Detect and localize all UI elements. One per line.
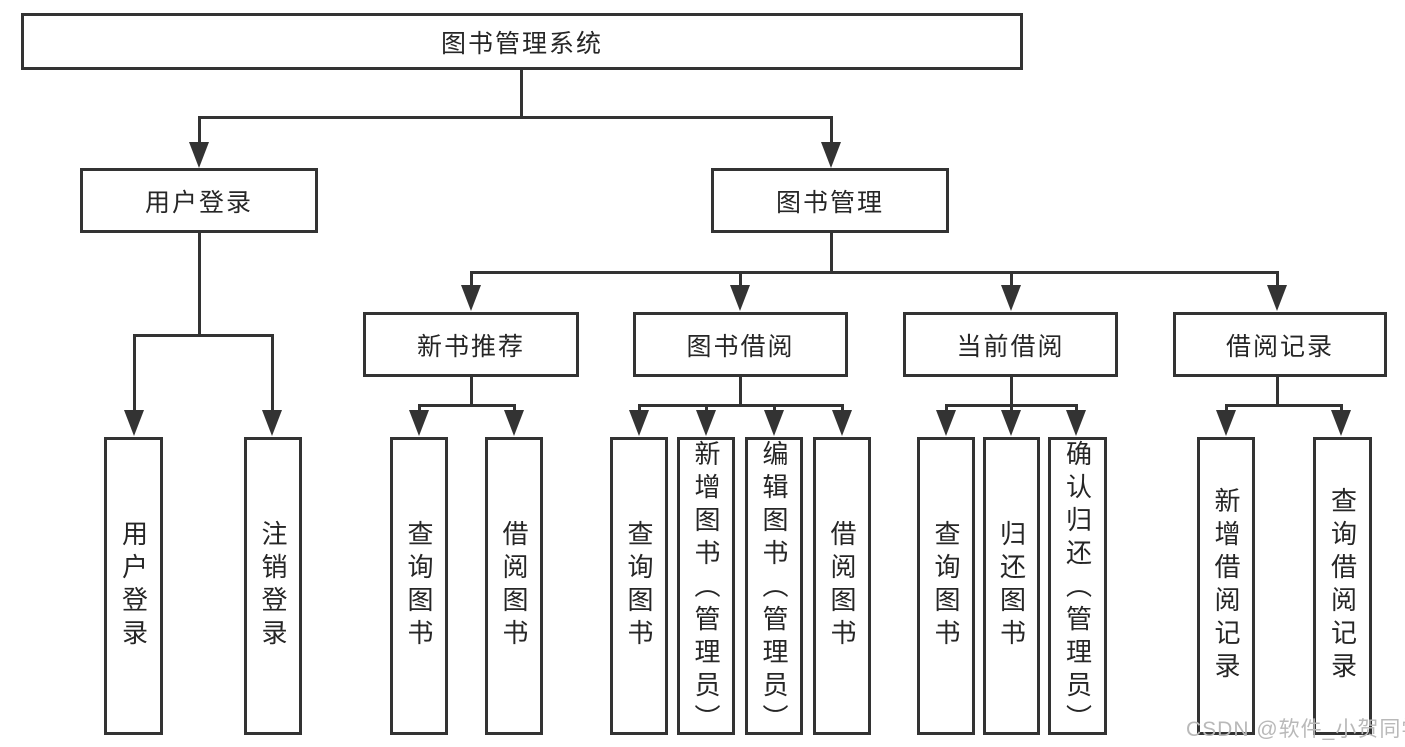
connector-line: [470, 271, 473, 287]
leaf-query-borrow-record: 查询借阅记录: [1313, 437, 1372, 735]
leaf-borrow-books-recommend: 借阅图书: [485, 437, 543, 735]
connector-line: [739, 271, 742, 287]
connector-line: [1276, 377, 1279, 407]
connector-line: [945, 404, 948, 414]
connector-line: [513, 404, 516, 414]
connector-line: [1340, 404, 1343, 414]
arrow-down-icon: [504, 410, 524, 436]
arrow-down-icon: [189, 142, 209, 168]
arrow-down-icon: [409, 410, 429, 436]
connector-line: [470, 377, 473, 407]
node-book-management: 图书管理: [711, 168, 949, 233]
connector-line: [638, 404, 641, 414]
arrow-down-icon: [1216, 410, 1236, 436]
connector-line: [198, 116, 201, 145]
connector-line: [705, 404, 708, 414]
connector-line: [520, 69, 523, 118]
node-user-login: 用户登录: [80, 168, 318, 233]
connector-line: [841, 404, 844, 414]
node-borrowing-records: 借阅记录: [1173, 312, 1387, 377]
node-library-management-system: 图书管理系统: [21, 13, 1023, 70]
arrow-down-icon: [730, 285, 750, 311]
arrow-down-icon: [1066, 410, 1086, 436]
arrow-down-icon: [1001, 410, 1021, 436]
arrow-down-icon: [1001, 285, 1021, 311]
node-new-book-recommendation: 新书推荐: [363, 312, 579, 377]
arrow-down-icon: [461, 285, 481, 311]
leaf-borrow-books-borrowing: 借阅图书: [813, 437, 871, 735]
connector-line: [1276, 271, 1279, 287]
leaf-add-books-admin: 新增图书（管理员）: [677, 437, 735, 737]
connector-line: [638, 404, 843, 407]
leaf-add-borrow-record: 新增借阅记录: [1197, 437, 1255, 735]
connector-line: [830, 116, 833, 145]
leaf-return-books: 归还图书: [983, 437, 1040, 735]
watermark-text: CSDN @软件_小贺同学: [1186, 718, 1405, 741]
connector-line: [1010, 404, 1013, 414]
leaf-query-books-current: 查询图书: [917, 437, 975, 735]
connector-line: [1010, 377, 1013, 407]
connector-line: [1225, 404, 1343, 407]
arrow-down-icon: [629, 410, 649, 436]
connector-line: [830, 233, 833, 273]
leaf-edit-books-admin: 编辑图书（管理员）: [745, 437, 803, 737]
connector-line: [1010, 271, 1013, 287]
arrow-down-icon: [1267, 285, 1287, 311]
leaf-user-login: 用户登录: [104, 437, 163, 735]
arrow-down-icon: [262, 410, 282, 436]
leaf-query-books-recommend: 查询图书: [390, 437, 448, 735]
node-current-borrowing: 当前借阅: [903, 312, 1118, 377]
connector-line: [133, 334, 274, 337]
connector-line: [271, 334, 274, 412]
leaf-confirm-return-admin: 确认归还（管理员）: [1048, 437, 1107, 737]
arrow-down-icon: [821, 142, 841, 168]
connector-line: [773, 404, 776, 414]
arrow-down-icon: [1331, 410, 1351, 436]
connector-line: [198, 116, 833, 119]
arrow-down-icon: [696, 410, 716, 436]
arrow-down-icon: [832, 410, 852, 436]
connector-line: [739, 377, 742, 407]
connector-line: [1225, 404, 1228, 414]
arrow-down-icon: [936, 410, 956, 436]
node-book-borrowing: 图书借阅: [633, 312, 848, 377]
connector-line: [133, 334, 136, 412]
connector-line: [418, 404, 421, 414]
leaf-query-books-borrowing: 查询图书: [610, 437, 668, 735]
connector-line: [198, 233, 201, 336]
arrow-down-icon: [124, 410, 144, 436]
connector-line: [418, 404, 516, 407]
connector-line: [470, 271, 1278, 274]
leaf-logout-login: 注销登录: [244, 437, 302, 735]
arrow-down-icon: [764, 410, 784, 436]
connector-line: [1075, 404, 1078, 414]
